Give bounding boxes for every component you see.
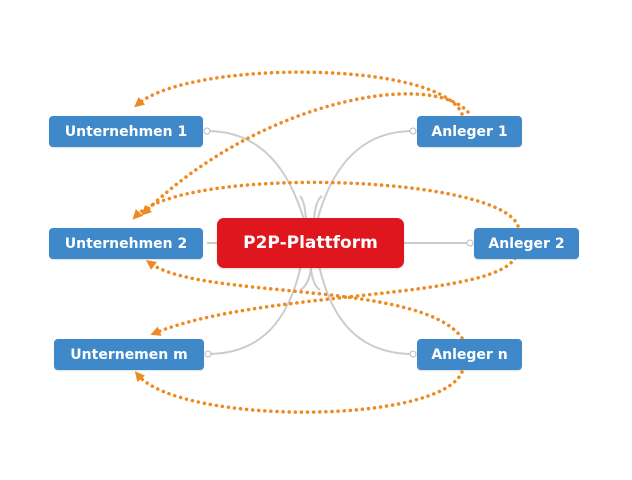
center-label: P2P-Plattform [243,233,378,253]
node-anleger-1: Anleger 1 [417,116,522,147]
node-label: Unternemen m [70,346,188,363]
connector-anleger-n [312,195,414,355]
node-anleger-n: Anleger n [417,339,522,370]
node-label: Unternehmen 2 [64,235,188,252]
connector-dot [409,127,417,135]
node-unternehmen-2: Unternehmen 2 [49,228,203,259]
node-unternemen-m: Unternemen m [54,339,204,370]
connector-lines [206,130,470,355]
flow-arrows [132,70,520,414]
flow-arrow-anleger1-unternehmen2 [141,92,470,216]
connector-dots [203,127,474,358]
connector-dot [409,350,417,358]
node-p2p-plattform: P2P-Plattform [217,218,404,268]
node-anleger-2: Anleger 2 [474,228,579,259]
node-unternehmen-1: Unternehmen 1 [49,116,203,147]
flow-arrow-anleger2-unternehmen2 [132,180,520,228]
connector-unternemen-m [207,195,308,355]
node-label: Anleger 1 [431,123,508,140]
node-label: Anleger 2 [488,235,565,252]
connector-dot [466,239,474,247]
connector-dot [204,350,212,358]
connector-anleger-1 [309,130,414,291]
connector-unternehmen-1 [206,130,313,291]
node-label: Anleger n [431,346,508,363]
connector-dot [203,127,211,135]
node-label: Unternehmen 1 [64,123,188,140]
flow-arrow-anlegern-unternehmen2 [145,260,464,340]
flow-arrow-anleger1-unternehmen1 [134,70,464,116]
flow-arrow-anlegern-unternemenm [134,370,464,414]
flow-arrow-anleger2-unternemenm [150,256,517,336]
